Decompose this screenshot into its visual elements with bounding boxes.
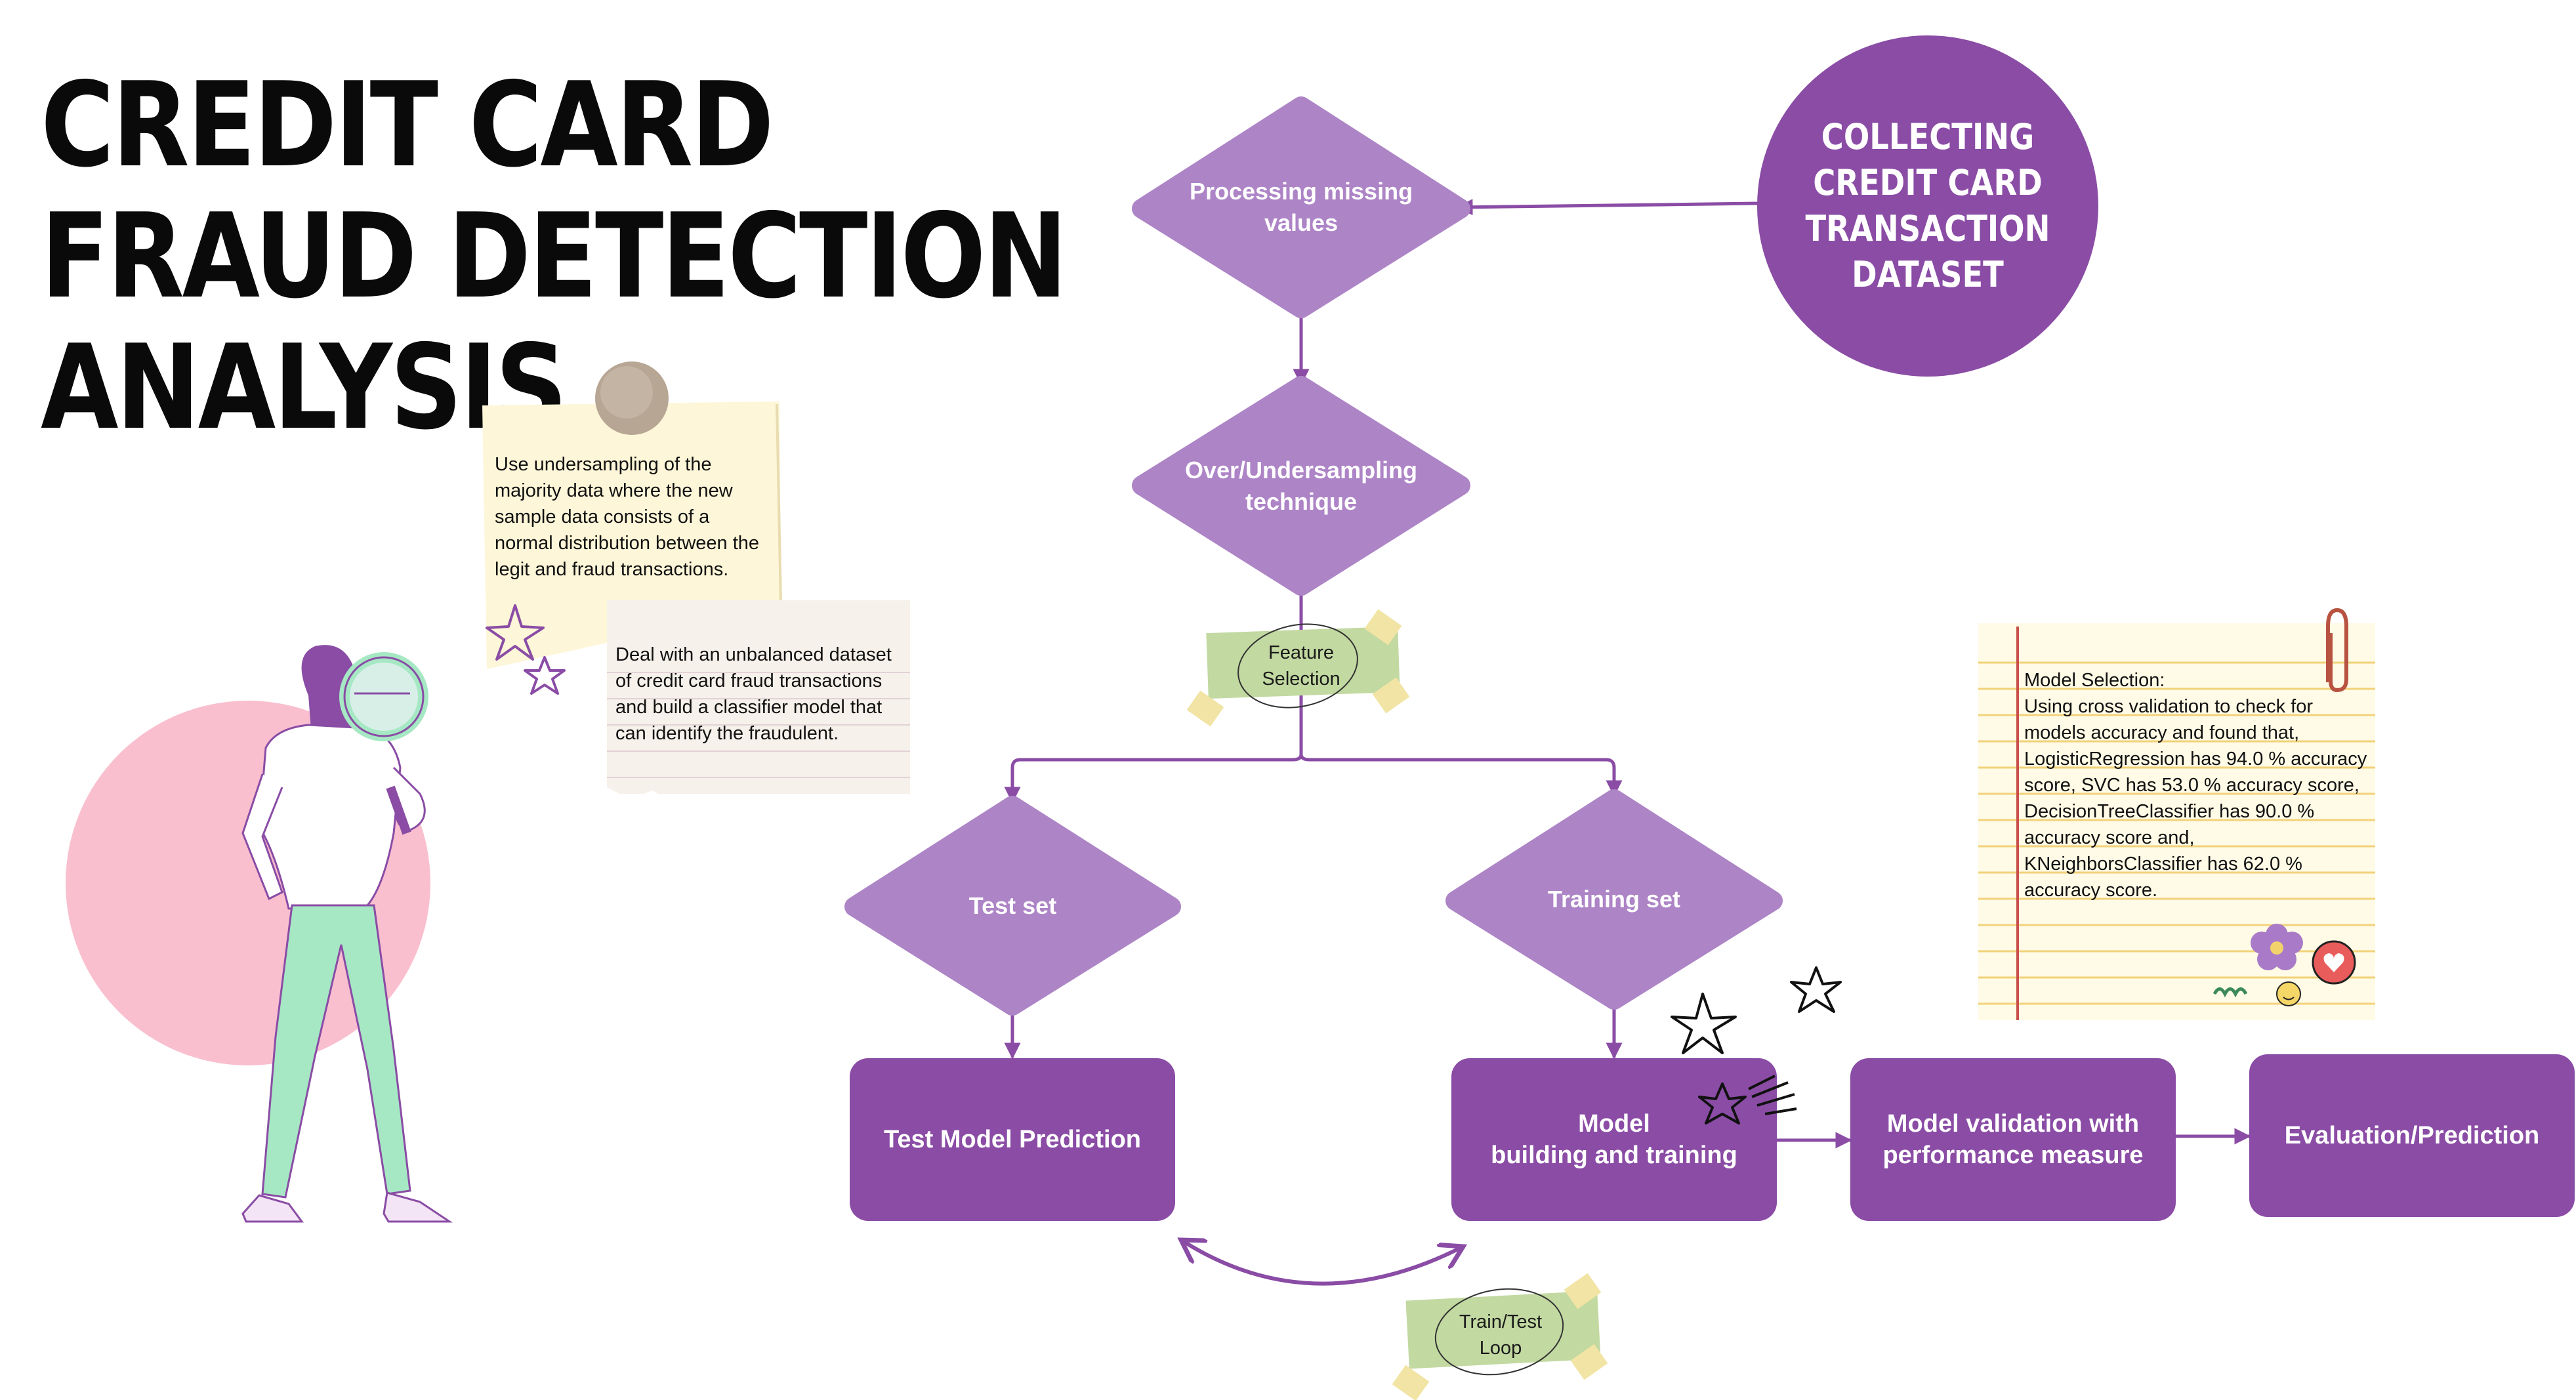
feature-selection-label: Feature Selection	[1262, 642, 1340, 690]
collect-dataset-node: COLLECTING CREDIT CARD TRANSACTION DATAS…	[1805, 116, 2050, 295]
diamond-test-set	[844, 796, 1181, 1016]
box-test-pred	[850, 1058, 1175, 1221]
smiley-icon	[2276, 981, 2301, 1006]
pushpin-icon	[595, 361, 669, 435]
train-test-loop-label: Train/Test Loop	[1459, 1311, 1543, 1359]
box-model-build	[1451, 1058, 1777, 1221]
flower-icon	[2251, 924, 2303, 970]
tape-feature-selection	[1186, 609, 1410, 727]
collect-circle	[1757, 35, 2098, 377]
diamond-sampling	[1132, 376, 1470, 596]
box-evaluation	[2249, 1054, 2575, 1217]
model-building-node: Model building and training	[1491, 1110, 1737, 1169]
paperclip-icon	[2326, 607, 2348, 693]
model-selection-note-text: Model Selection: Using cross validation …	[2024, 670, 2367, 901]
evaluation-prediction-node: Evaluation/Prediction	[2284, 1122, 2540, 1149]
page-title-line-3: ANALYSIS	[41, 319, 568, 455]
tape-train-test-loop	[1392, 1273, 1608, 1400]
page-title-line-2: FRAUD DETECTION	[41, 188, 1068, 324]
lined-note-unbalanced	[607, 600, 910, 820]
star-icon	[1671, 993, 1737, 1054]
star-icon	[524, 656, 566, 695]
lined-paper-model-selection	[1978, 623, 2375, 1020]
undersampling-note-text: Use undersampling of the majority data w…	[495, 454, 760, 580]
processing-missing-values-node: Processing missing values	[1189, 178, 1413, 236]
test-set-node: Test set	[968, 892, 1057, 919]
diamond-missing	[1132, 96, 1470, 318]
test-model-prediction-node: Test Model Prediction	[883, 1126, 1141, 1153]
heart-bubble-icon	[2312, 940, 2356, 985]
training-set-node: Training set	[1547, 886, 1681, 913]
page-title-line-1: CREDIT CARD	[41, 57, 774, 193]
box-model-valid	[1850, 1058, 2176, 1221]
magnifying-glass-icon	[339, 652, 428, 741]
unbalanced-note-text: Deal with an unbalanced dataset of credi…	[615, 644, 892, 744]
star-icon	[486, 604, 545, 661]
person-illustration	[241, 645, 453, 1223]
star-icon	[1790, 966, 1842, 1013]
sampling-technique-node: Over/Undersampling technique	[1184, 456, 1418, 515]
diamond-training-set	[1445, 789, 1783, 1010]
star-icon	[1698, 1082, 1747, 1124]
model-validation-node: Model validation with performance measur…	[1882, 1110, 2144, 1169]
